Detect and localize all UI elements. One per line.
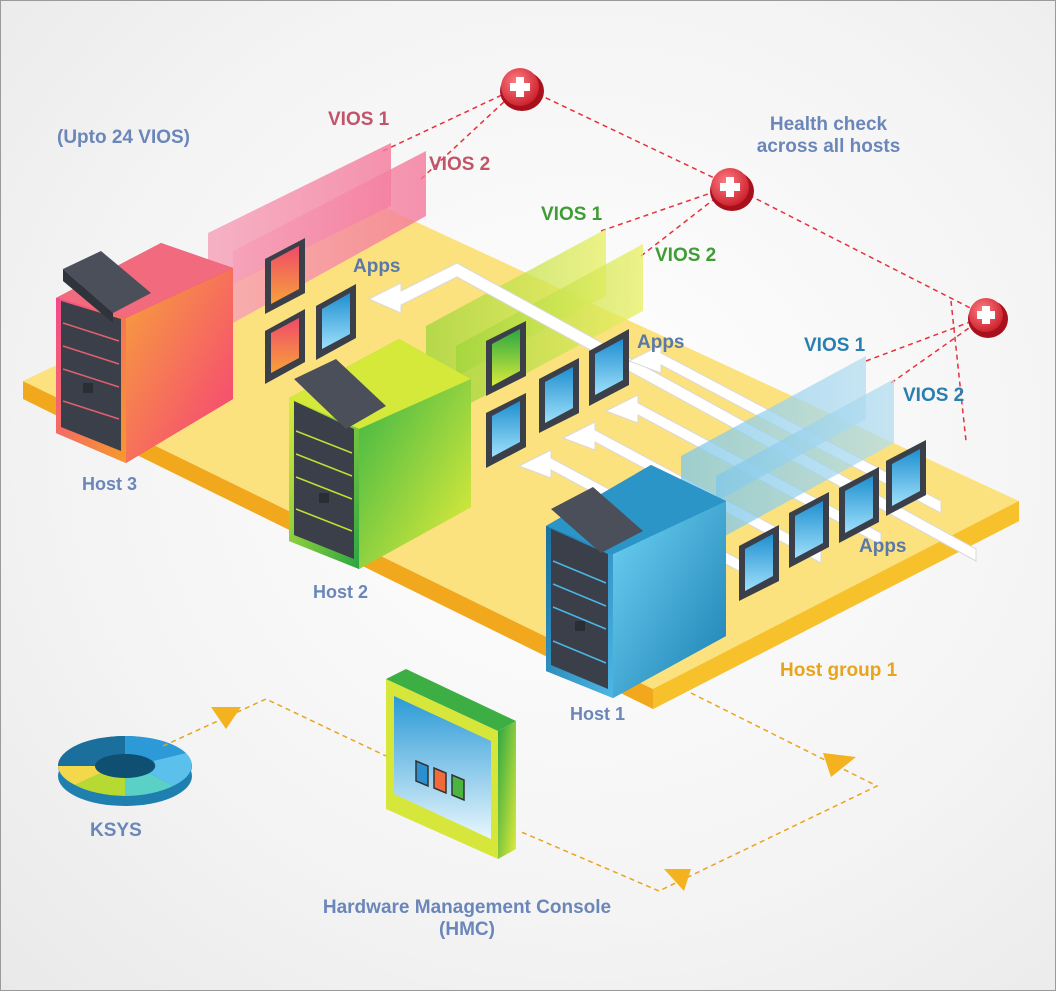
host1-vios2-label: VIOS 2 bbox=[903, 385, 965, 406]
host1-label: Host 1 bbox=[570, 704, 626, 724]
hmc-label: Hardware Management Console (HMC) bbox=[322, 897, 612, 940]
host2-apps-label: Apps bbox=[637, 332, 685, 353]
health-check-label: Health check across all hosts bbox=[756, 114, 901, 157]
host-group-label: Host group 1 bbox=[780, 660, 898, 681]
arrow-icon bbox=[823, 753, 856, 777]
health-check-icon-1 bbox=[500, 68, 544, 111]
app-tile bbox=[486, 393, 526, 468]
app-tile bbox=[265, 309, 305, 384]
hmc-monitor bbox=[386, 669, 516, 859]
app-tile bbox=[739, 525, 779, 601]
app-tile bbox=[539, 358, 579, 433]
host2-vios1-label: VIOS 1 bbox=[541, 204, 603, 225]
host2-server bbox=[289, 339, 471, 569]
host3-apps bbox=[265, 238, 356, 384]
host1-apps bbox=[739, 440, 926, 601]
hmc-screen-icons bbox=[415, 759, 465, 802]
ksys-label: KSYS bbox=[90, 820, 142, 841]
arrow-icon bbox=[664, 869, 691, 891]
arrow-icon bbox=[211, 707, 241, 729]
host1-server bbox=[546, 465, 726, 698]
app-tile bbox=[839, 467, 879, 543]
host3-vios2-label: VIOS 2 bbox=[429, 154, 491, 175]
host3-apps-label: Apps bbox=[353, 256, 401, 277]
host2-apps bbox=[486, 321, 629, 468]
host2-label: Host 2 bbox=[313, 582, 369, 602]
host3-vios1-label: VIOS 1 bbox=[328, 109, 390, 130]
health-check-lines bbox=[382, 85, 987, 442]
app-tile bbox=[589, 329, 629, 406]
app-tile bbox=[265, 238, 305, 314]
health-check-icon-3 bbox=[968, 298, 1008, 338]
host2-vios2-label: VIOS 2 bbox=[655, 245, 717, 266]
management-dashed-loop bbox=[162, 692, 879, 892]
app-tile bbox=[316, 284, 356, 360]
host1-vios1-label: VIOS 1 bbox=[804, 335, 866, 356]
app-tile bbox=[789, 492, 829, 568]
app-tile bbox=[486, 321, 526, 396]
host3-label: Host 3 bbox=[82, 474, 138, 494]
upto-vios-label: (Upto 24 VIOS) bbox=[57, 127, 191, 148]
host1-vios-panels bbox=[681, 356, 894, 541]
host1-apps-label: Apps bbox=[859, 536, 907, 557]
host3-server bbox=[56, 243, 233, 463]
app-tile bbox=[886, 440, 926, 516]
health-check-icon-2 bbox=[710, 168, 754, 211]
ksys-ring bbox=[58, 735, 192, 806]
